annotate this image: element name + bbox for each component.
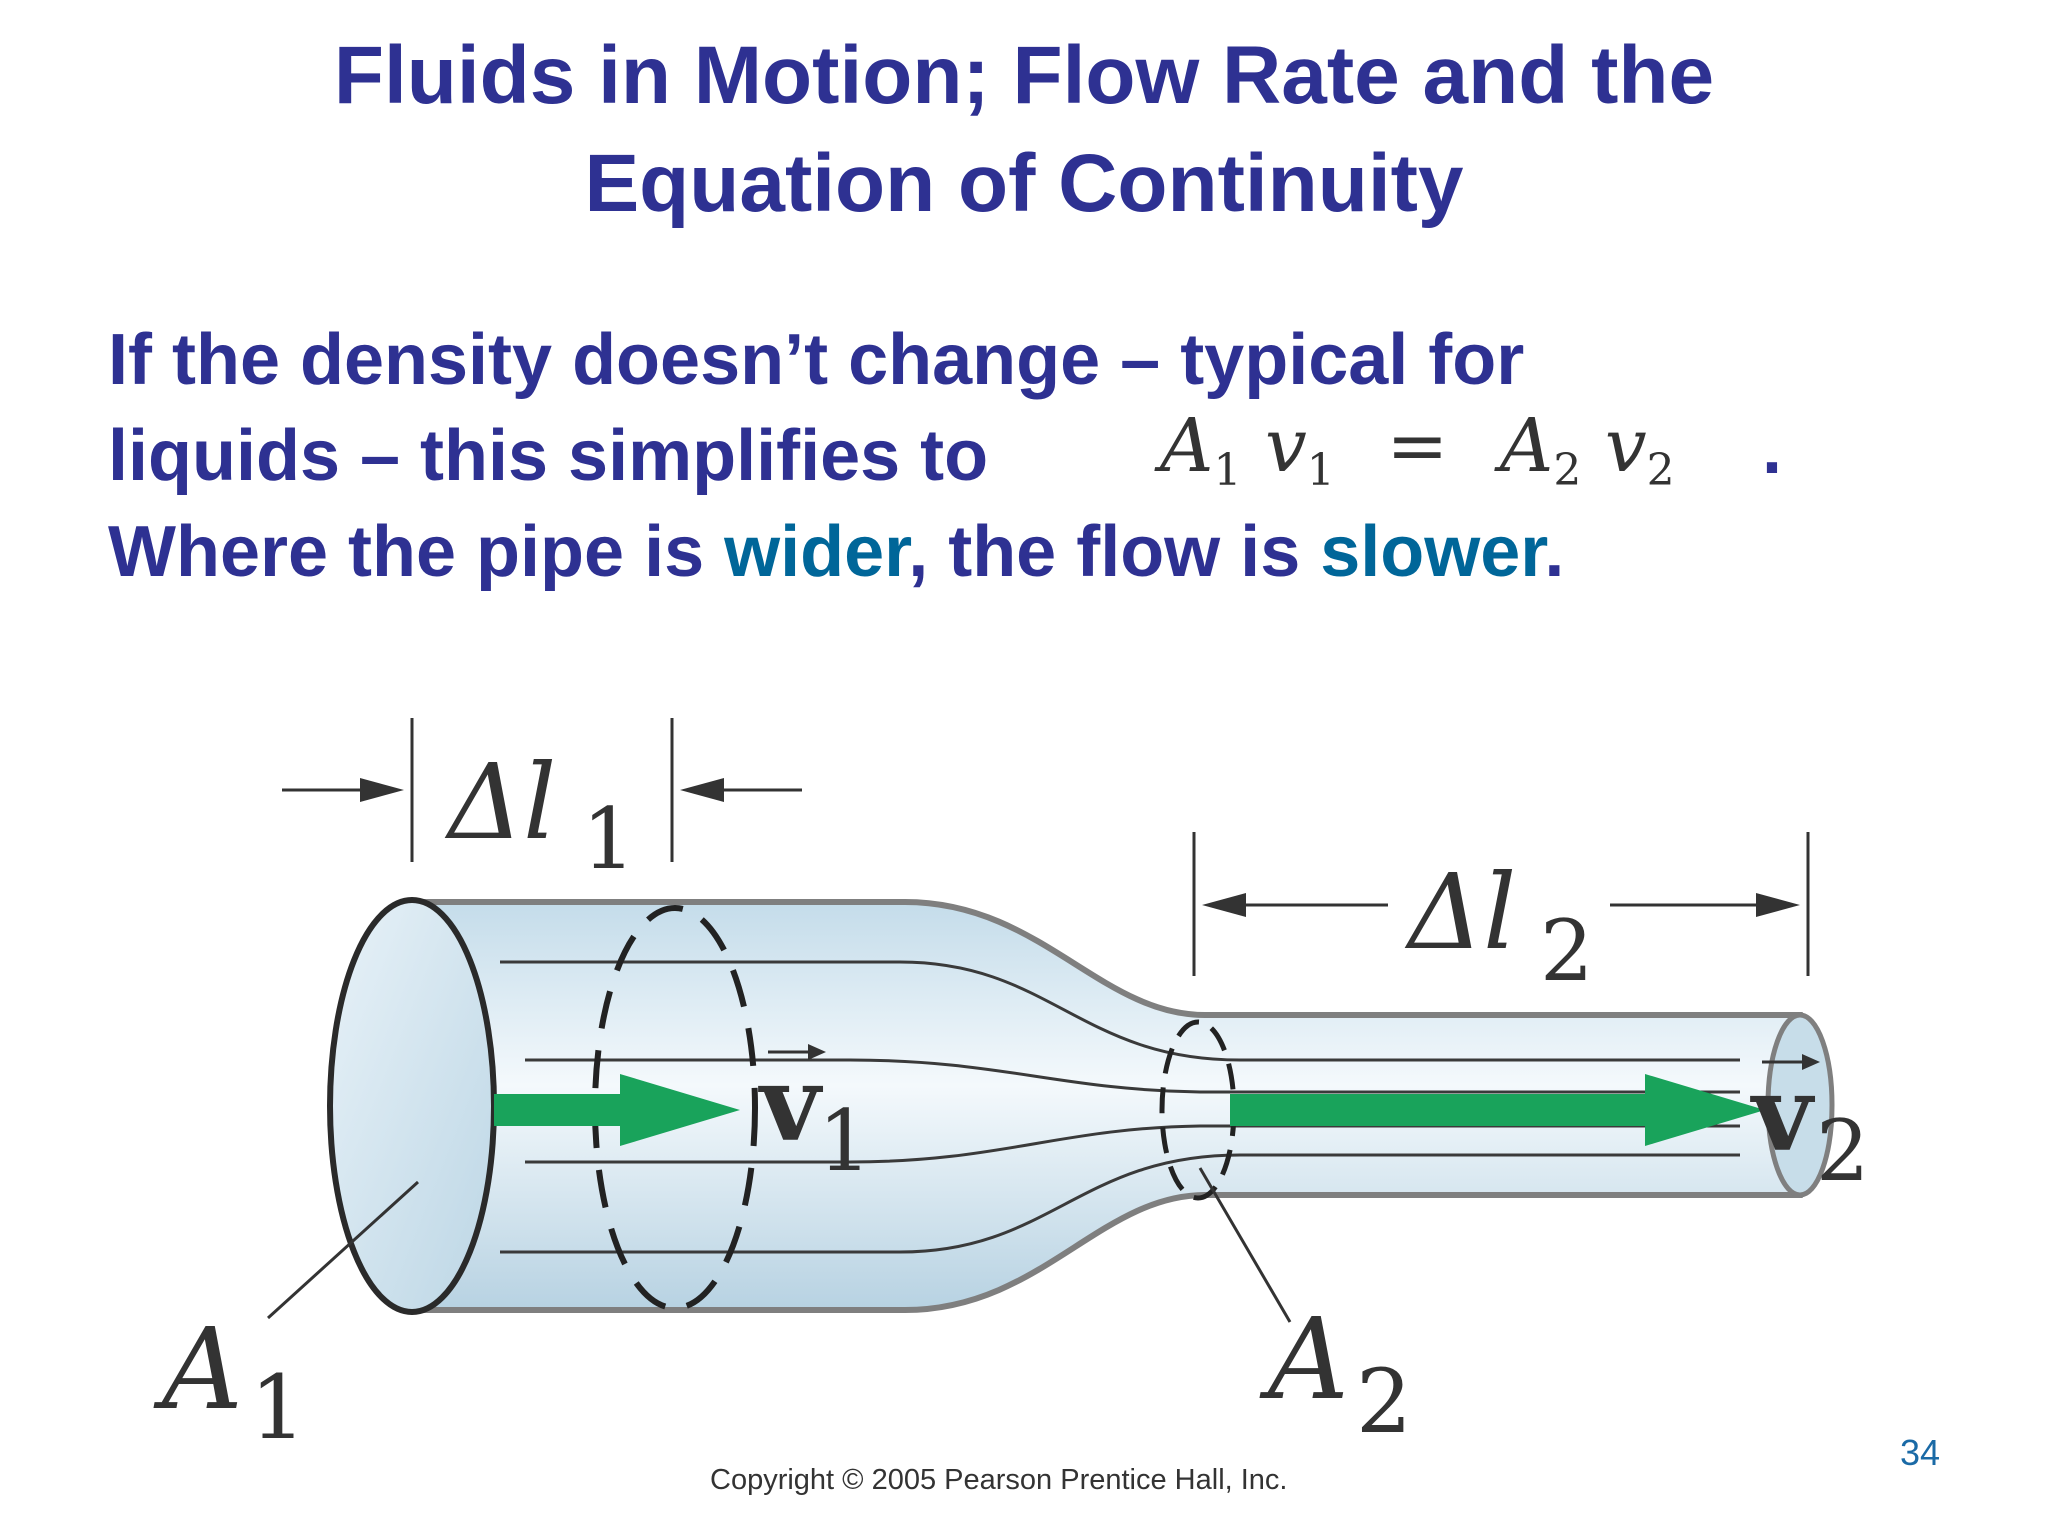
label-delta-l2: Δl <box>1404 851 1516 973</box>
page-number: 34 <box>1900 1432 1941 1473</box>
eq-a2: A <box>1499 403 1554 489</box>
label-v2: v <box>1750 1052 1816 1175</box>
dimension-delta-l1 <box>282 718 802 862</box>
body-line-3-middle: , the flow is <box>908 512 1321 592</box>
continuity-equation: A1 v1 = A2 v2 <box>1160 403 1680 496</box>
velocity-arrow-1 <box>494 1074 740 1146</box>
eq-v2-sub: 2 <box>1646 445 1675 496</box>
highlight-wider: wider <box>724 512 909 592</box>
body-line-1: If the density doesn’t change – typical … <box>108 320 1525 400</box>
eq-v1: v <box>1264 403 1307 489</box>
eq-equals: = <box>1386 403 1449 489</box>
velocity-arrow-2 <box>1230 1074 1765 1146</box>
eq-a1: A <box>1160 403 1214 489</box>
label-v1-sub: 1 <box>818 1092 871 1190</box>
label-a2-sub: 2 <box>1356 1350 1412 1453</box>
label-a2: A <box>1259 1295 1349 1425</box>
pipe-outlet-end <box>1765 1012 1835 1198</box>
body-line-3-start: Where the pipe is <box>108 512 725 592</box>
label-a1: A <box>153 1305 243 1435</box>
pipe-inlet-end <box>327 897 497 1315</box>
slide-title-line-2: Equation of Continuity <box>584 138 1464 229</box>
label-delta-l1: Δl <box>444 741 556 863</box>
label-v2-sub: 2 <box>1816 1102 1869 1200</box>
eq-v2: v <box>1604 403 1647 489</box>
vector-arrow-v1 <box>768 1044 826 1060</box>
slide-body: If the density doesn’t change – typical … <box>108 312 2008 600</box>
label-a1-sub: 1 <box>250 1356 306 1459</box>
dimension-delta-l2 <box>1192 832 1810 976</box>
streamline <box>500 960 1740 1062</box>
cross-section-1 <box>592 905 758 1311</box>
leader-line-a2 <box>1198 1167 1292 1323</box>
body-line-2: liquids – this simplifies to <box>108 416 989 496</box>
body-line-3: Where the pipe is wider, the flow is slo… <box>108 504 2008 600</box>
eq-a2-sub: 2 <box>1553 445 1582 496</box>
slide-title-line-1: Fluids in Motion; Flow Rate and the <box>333 30 1715 121</box>
streamline <box>500 1153 1740 1254</box>
vector-arrow-v2 <box>1762 1054 1820 1070</box>
copyright-notice: Copyright © 2005 Pearson Prentice Hall, … <box>710 1464 1288 1496</box>
slide-title: Fluids in Motion; Flow Rate and the Equa… <box>0 22 2048 238</box>
eq-a1-sub: 1 <box>1213 445 1242 496</box>
eq-v1-sub: 1 <box>1306 445 1335 496</box>
leader-line-a1 <box>266 1180 420 1320</box>
highlight-slower: slower <box>1320 512 1545 592</box>
body-line-3-end: . <box>1544 512 1565 592</box>
label-delta-l2-sub: 2 <box>1540 902 1593 1000</box>
equation-period: . <box>1762 409 1783 489</box>
label-delta-l1-sub: 1 <box>582 790 635 888</box>
label-v1: v <box>758 1042 824 1165</box>
